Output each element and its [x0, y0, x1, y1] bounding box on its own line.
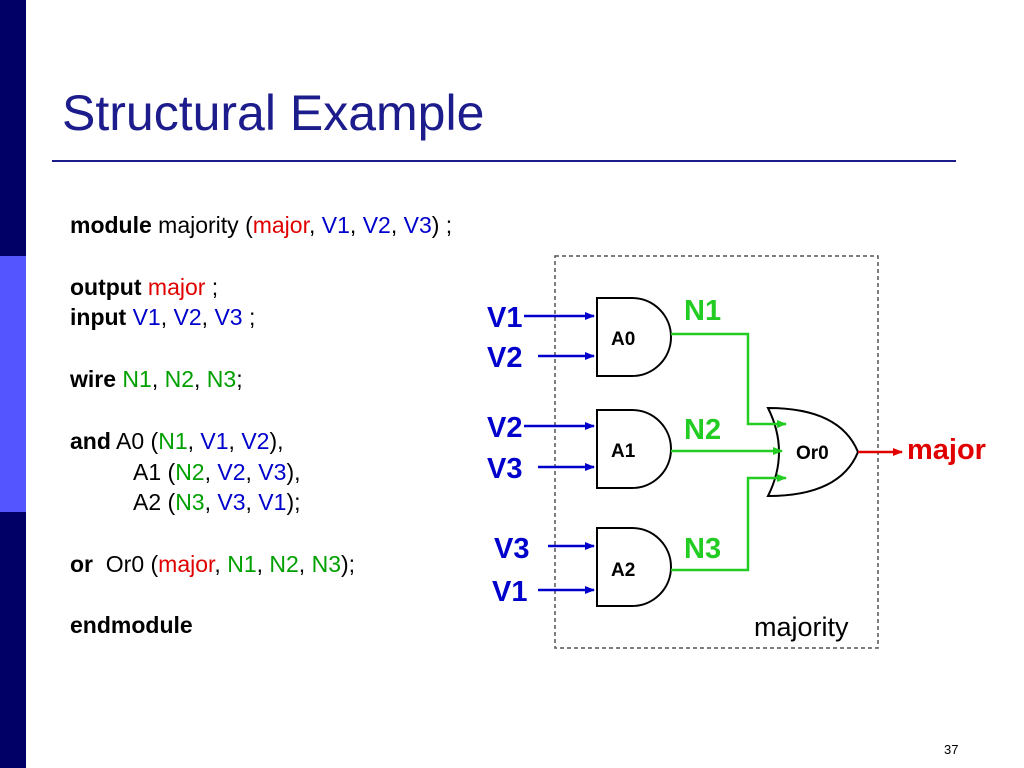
title-underline — [52, 160, 956, 162]
and-gate-a1 — [596, 409, 672, 489]
comma: , — [187, 428, 201, 454]
comma: , — [298, 551, 312, 577]
line-end: ; — [236, 366, 243, 392]
net-label-n3: N3 — [684, 533, 721, 565]
comma: , — [245, 459, 259, 485]
arg-v2: V2 — [241, 428, 270, 454]
code-line-output: output major ; — [70, 276, 218, 299]
line-end: ; — [242, 304, 256, 330]
line-end: ), — [286, 459, 301, 485]
port-major: major — [252, 212, 309, 238]
line-end: ); — [286, 489, 301, 515]
line-end: ; — [205, 274, 219, 300]
port-v3: V3 — [403, 212, 432, 238]
keyword-wire: wire — [70, 366, 117, 392]
comma: , — [256, 551, 270, 577]
net-label-n2: N2 — [684, 414, 721, 446]
keyword-output: output — [70, 274, 142, 300]
code-line-a2: A2 (N3, V3, V1); — [133, 491, 301, 514]
arg-v1: V1 — [200, 428, 229, 454]
comma: , — [349, 212, 363, 238]
gate-label-a2: A2 — [611, 560, 635, 581]
input-label-v3-a2: V3 — [494, 533, 529, 565]
comma: , — [308, 212, 322, 238]
code-line-input: input V1, V2, V3 ; — [70, 306, 255, 329]
arg-v2: V2 — [217, 459, 246, 485]
wire-n2: N2 — [164, 366, 195, 392]
arg-n1: N1 — [158, 428, 188, 454]
arg-n2: N2 — [269, 551, 299, 577]
port-v1: V1 — [321, 212, 350, 238]
keyword-module: module — [70, 212, 152, 238]
code-line-and-a0: and A0 (N1, V1, V2), — [70, 430, 284, 453]
input-label-v1-a2: V1 — [492, 576, 527, 608]
input-label-v2-a1: V2 — [487, 412, 522, 444]
and-gate-a0 — [596, 297, 672, 377]
input-v3: V3 — [214, 304, 243, 330]
line-end: ) ; — [431, 212, 453, 238]
input-label-v1-a0: V1 — [487, 302, 522, 334]
line-end: ), — [269, 428, 284, 454]
comma: , — [201, 304, 215, 330]
wire-n1: N1 — [122, 366, 152, 392]
input-v1: V1 — [132, 304, 161, 330]
code-line-or: or Or0 (major, N1, N2, N3); — [70, 553, 355, 576]
sidebar-segment-top — [0, 0, 26, 256]
keyword-input: input — [70, 304, 127, 330]
gate-label-a0: A0 — [611, 329, 635, 350]
module-name: majority ( — [151, 212, 253, 238]
comma: , — [204, 459, 218, 485]
code-line-a1: A1 (N2, V2, V3), — [133, 461, 301, 484]
gate-label-a1: A1 — [611, 441, 636, 462]
comma: , — [390, 212, 404, 238]
comma: , — [214, 551, 228, 577]
input-v2: V2 — [173, 304, 202, 330]
arg-v3: V3 — [258, 459, 287, 485]
keyword-endmodule: endmodule — [70, 612, 193, 638]
instance-a0: A0 ( — [110, 428, 159, 454]
and-gate-a2 — [596, 527, 672, 607]
comma: , — [228, 428, 242, 454]
input-label-v2-a0: V2 — [487, 342, 522, 374]
comma: , — [194, 366, 207, 392]
line-end: ); — [340, 551, 356, 577]
module-label-majority: majority — [754, 612, 849, 642]
comma: , — [245, 489, 259, 515]
net-label-n1: N1 — [684, 295, 721, 327]
slide-title: Structural Example — [62, 85, 485, 141]
instance-or0: Or0 ( — [93, 551, 159, 577]
arg-n1: N1 — [227, 551, 257, 577]
wire-n3: N3 — [206, 366, 237, 392]
code-line-module: module majority (major, V1, V2, V3) ; — [70, 214, 452, 237]
slide-sidebar — [0, 0, 26, 768]
page-number: 37 — [944, 742, 959, 757]
output-major: major — [147, 274, 206, 300]
comma: , — [160, 304, 174, 330]
instance-a2: A2 ( — [133, 489, 176, 515]
arg-n3: N3 — [175, 489, 205, 515]
output-label-major: major — [907, 434, 986, 466]
arg-major: major — [158, 551, 215, 577]
arg-n3: N3 — [311, 551, 341, 577]
sidebar-segment-middle — [0, 256, 26, 512]
sidebar-segment-bottom — [0, 512, 26, 768]
keyword-and: and — [70, 428, 111, 454]
arg-v3: V3 — [217, 489, 246, 515]
gate-label-or0: Or0 — [796, 443, 829, 464]
keyword-or: or — [70, 551, 93, 577]
code-line-wire: wire N1, N2, N3; — [70, 368, 243, 391]
net-n3-wire — [671, 474, 787, 572]
arg-n2: N2 — [175, 459, 205, 485]
comma: , — [204, 489, 218, 515]
input-label-v3-a1: V3 — [487, 453, 522, 485]
arg-v1: V1 — [258, 489, 287, 515]
code-line-endmodule: endmodule — [70, 614, 193, 637]
net-n1-wire — [671, 332, 787, 428]
port-v2: V2 — [362, 212, 391, 238]
instance-a1: A1 ( — [133, 459, 176, 485]
comma: , — [151, 366, 165, 392]
